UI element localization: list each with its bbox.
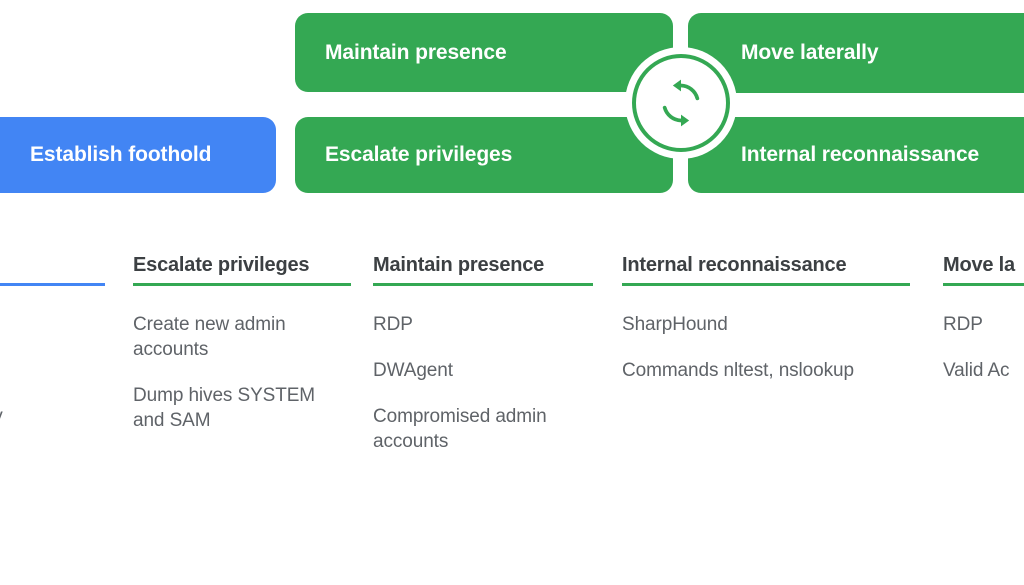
list-item: RDP bbox=[373, 314, 413, 335]
column-item-list: Create new admin accounts Dump hives SYS… bbox=[133, 312, 351, 433]
table-column-escalate-privileges: Escalate privileges Create new admin acc… bbox=[133, 250, 351, 454]
list-item: DWAgent bbox=[373, 360, 453, 381]
attack-lifecycle-cycle-diagram: Establish foothold Maintain presence Esc… bbox=[0, 0, 1024, 215]
table-column-establish-foothold: foothold fig n ORM ents to ectory bbox=[0, 250, 105, 450]
column-header: Maintain presence bbox=[373, 254, 545, 276]
table-column-move-laterally: Move la RDP Valid Ac bbox=[943, 250, 1024, 404]
cycle-stage-escalate-privileges[interactable]: Escalate privileges bbox=[295, 117, 673, 193]
cycle-stage-internal-reconnaissance[interactable]: Internal reconnaissance bbox=[688, 117, 1024, 193]
cycle-stage-label: Internal reconnaissance bbox=[741, 143, 980, 166]
list-item: fig n bbox=[0, 312, 105, 337]
column-rule bbox=[622, 283, 910, 286]
column-rule bbox=[943, 283, 1024, 286]
column-rule bbox=[373, 283, 593, 286]
column-item-list: RDP Valid Ac bbox=[943, 312, 1024, 383]
column-header: foothold bbox=[0, 250, 105, 280]
list-item: ORM bbox=[0, 358, 105, 383]
column-header: Internal reconnaissance bbox=[622, 254, 847, 276]
column-rule bbox=[0, 283, 105, 286]
cycle-stage-move-laterally[interactable]: Move laterally bbox=[688, 13, 1024, 93]
cycle-badge-ring bbox=[632, 54, 730, 152]
list-item: Create new admin accounts bbox=[133, 314, 286, 360]
column-header: Escalate privileges bbox=[133, 254, 310, 276]
cycle-right-group-divider bbox=[688, 93, 1024, 117]
stage-detail-table: foothold fig n ORM ents to ectory Escala… bbox=[0, 250, 1024, 585]
column-header: Move la bbox=[943, 254, 1015, 276]
cycle-stage-label: Escalate privileges bbox=[325, 143, 513, 166]
list-item: ents to ectory bbox=[0, 404, 105, 429]
column-item-list: fig n ORM ents to ectory bbox=[0, 312, 105, 429]
cycle-stage-establish-foothold[interactable]: Establish foothold bbox=[0, 117, 276, 193]
cycle-stage-maintain-presence[interactable]: Maintain presence bbox=[295, 13, 673, 92]
cycle-stage-label: Move laterally bbox=[741, 41, 879, 64]
column-item-list: RDP DWAgent Compromised admin accounts bbox=[373, 312, 593, 454]
table-column-maintain-presence: Maintain presence RDP DWAgent Compromise… bbox=[373, 250, 593, 475]
table-column-internal-reconnaissance: Internal reconnaissance SharpHound Comma… bbox=[622, 250, 910, 404]
column-rule bbox=[133, 283, 351, 286]
cycle-stage-label: Establish foothold bbox=[30, 143, 212, 166]
column-item-list: SharpHound Commands nltest, nslookup bbox=[622, 312, 910, 383]
list-item: RDP bbox=[943, 314, 983, 335]
cycle-center-badge bbox=[625, 47, 737, 159]
list-item: Commands nltest, nslookup bbox=[622, 360, 854, 381]
list-item: SharpHound bbox=[622, 314, 728, 335]
refresh-cycle-icon bbox=[662, 79, 700, 127]
cycle-stage-label: Maintain presence bbox=[325, 40, 507, 64]
list-item: Compromised admin accounts bbox=[373, 406, 547, 452]
list-item: Dump hives SYSTEM and SAM bbox=[133, 385, 316, 431]
list-item: Valid Ac bbox=[943, 360, 1010, 381]
